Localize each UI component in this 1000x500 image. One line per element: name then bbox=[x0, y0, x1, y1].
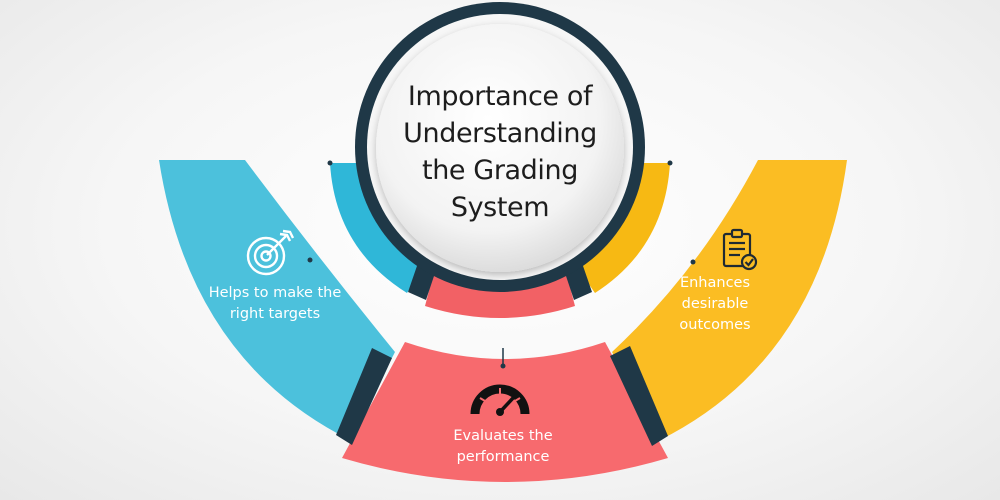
joint-right bbox=[610, 346, 668, 446]
gauge-icon bbox=[470, 384, 530, 416]
inner-segment-yellow bbox=[572, 163, 670, 293]
segment-left-label: Helps to make the right targets bbox=[208, 285, 342, 322]
center-disc bbox=[376, 24, 624, 272]
segment-right bbox=[612, 160, 847, 440]
clipboard-check-icon bbox=[722, 228, 758, 271]
joint-left bbox=[336, 348, 392, 445]
segment-left bbox=[159, 160, 395, 440]
segment-right-label: Enhances desirable outcomes bbox=[679, 275, 751, 333]
inner-segment-cyan bbox=[330, 163, 428, 293]
target-icon bbox=[246, 229, 295, 276]
segment-bottom bbox=[342, 342, 668, 482]
segment-bottom-label: Evaluates the performance bbox=[453, 428, 553, 465]
diagram-title: Importance of Understanding the Grading … bbox=[403, 81, 597, 223]
